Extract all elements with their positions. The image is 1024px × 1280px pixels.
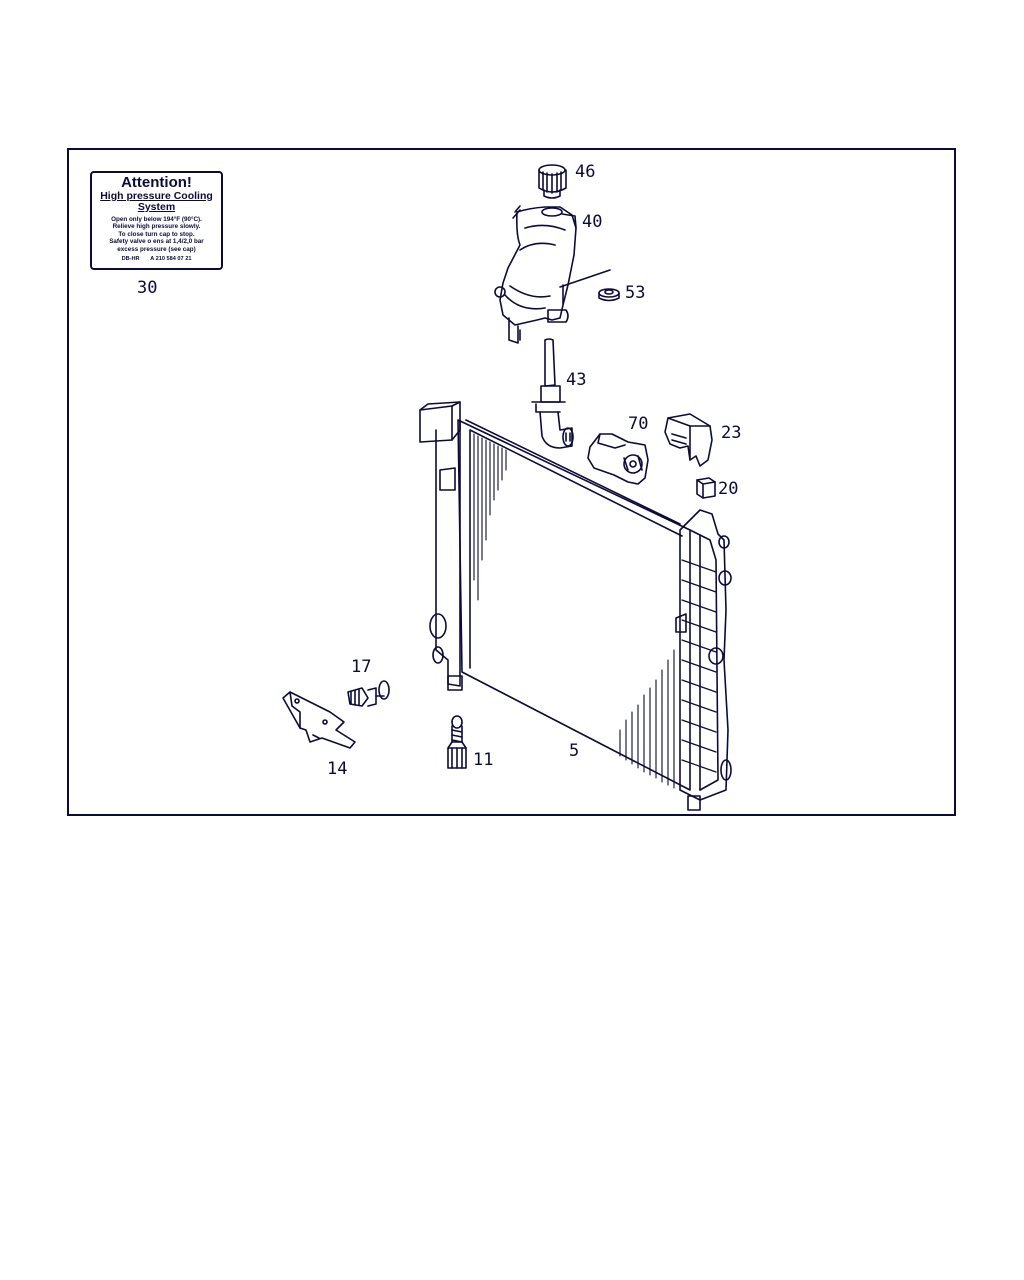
radiator-5 [419,401,732,811]
diagram-frame [67,148,956,816]
warning-line: Relieve high pressure slowly. [112,223,201,231]
filler-cap-46 [538,164,567,199]
part-label-70: 70 [628,414,648,434]
warning-footer-left: DB-HR [121,255,140,262]
warning-line: To close turn cap to stop. [118,230,195,238]
warning-subtitle-1: High pressure Cooling [100,189,213,202]
part-label-23: 23 [721,423,741,443]
grommet-53 [559,269,620,305]
mounting-plate-14 [282,691,356,749]
part-label-53: 53 [625,283,645,303]
part-label-40: 40 [582,212,602,232]
part-label-14: 14 [327,759,347,779]
part-label-20: 20 [718,479,738,499]
part-label-11: 11 [473,750,493,770]
bleed-screw-11 [447,715,467,769]
warning-footer-right: A 210 584 07 21 [150,255,192,262]
warning-line: Open only below 194°F (90°C). [111,215,202,223]
coolant-hose-43 [531,338,574,449]
warning-instructions: Open only below 194°F (90°C). Relieve hi… [92,216,221,254]
expansion-tank-40 [494,205,577,344]
warning-label-sticker: Attention! High pressure Cooling System … [90,171,223,270]
warning-title: Attention! [121,174,192,191]
part-label-43: 43 [566,370,586,390]
sensor-switch-70 [587,433,649,485]
rubber-bracket-23 [664,413,713,467]
warning-line: excess pressure (see cap) [117,245,196,253]
part-label-5: 5 [569,741,579,761]
warning-subtitle-2: System [137,200,176,213]
part-label-46: 46 [575,162,595,182]
drain-plug-17 [347,680,390,707]
warning-line: Safety valve o ens at 1,4/2,0 bar [109,238,204,246]
warning-footer: DB-HR A 210 584 07 21 [92,255,221,263]
part-label-30: 30 [137,278,157,298]
clip-20 [696,477,716,499]
part-label-17: 17 [351,657,371,677]
